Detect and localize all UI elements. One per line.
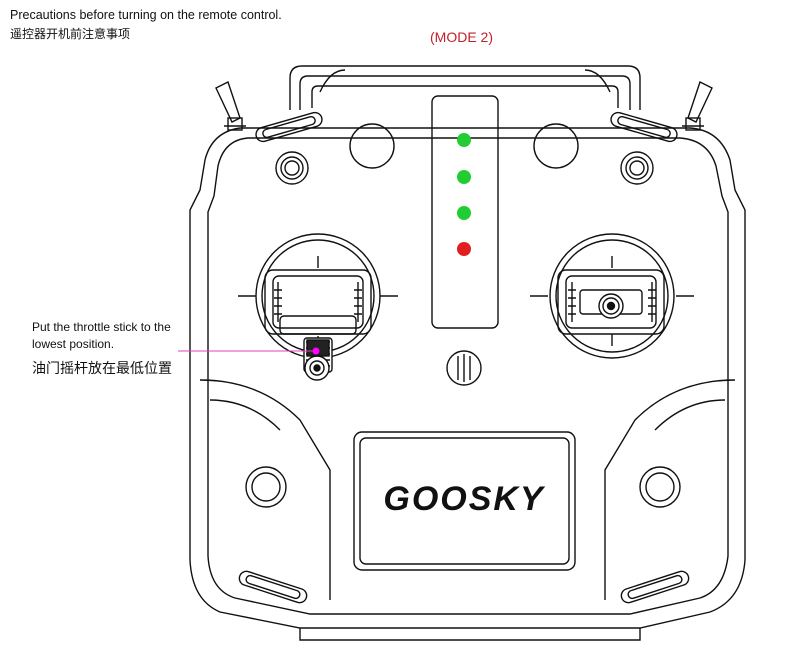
left-lower-knob [245, 466, 287, 508]
callout-dot [312, 347, 320, 355]
top-right-slot [610, 111, 678, 143]
transmitter-body [189, 127, 746, 641]
center-dial [446, 350, 482, 386]
top-left-slot [255, 111, 323, 143]
led-indicator [457, 206, 471, 220]
led-panel [431, 95, 499, 329]
mode-label: (MODE 2) [430, 29, 493, 45]
bottom-left-slot [238, 570, 308, 604]
led-indicators [457, 133, 471, 256]
callout-text-chinese: 油门摇杆放在最低位置 [32, 361, 172, 377]
bottom-right-slot [620, 570, 690, 604]
display-panel [353, 431, 576, 571]
display-panel-inner [359, 437, 570, 565]
left-toggle-switch [215, 81, 246, 131]
right-round-button [533, 123, 579, 169]
led-indicator [457, 242, 471, 256]
right-toggle-switch [682, 81, 713, 131]
carry-handle [289, 65, 641, 110]
callout-text-line-1: Put the throttle stick to the [32, 320, 171, 334]
left-round-button [349, 123, 395, 169]
right-top-knob [620, 151, 654, 185]
brand-logo: GOOSKY [383, 480, 546, 518]
callout-text-line-2: lowest position. [32, 337, 115, 351]
right-lower-knob [639, 466, 681, 508]
title-chinese: 遥控器开机前注意事项 [10, 27, 131, 41]
right-gimbal [530, 233, 694, 359]
left-top-knob [275, 151, 309, 185]
title-english: Precautions before turning on the remote… [10, 8, 282, 22]
led-indicator [457, 170, 471, 184]
led-indicator [457, 133, 471, 147]
throttle-stick [303, 337, 333, 381]
